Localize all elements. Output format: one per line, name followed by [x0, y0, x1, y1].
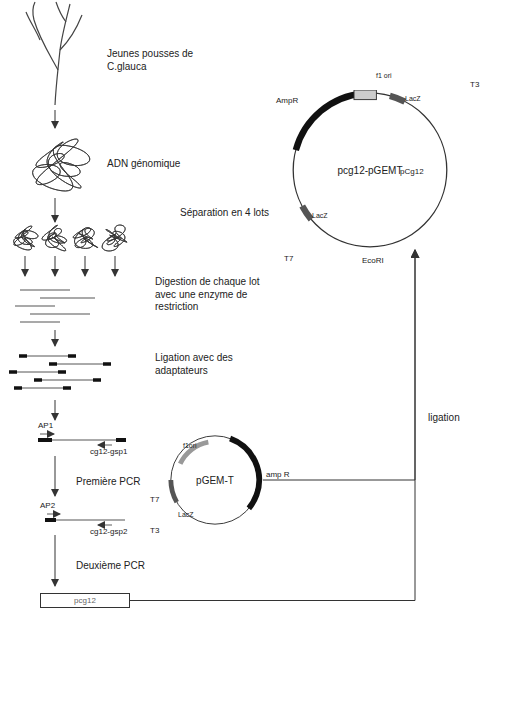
dna-tangle — [14, 139, 127, 251]
diagram-label: Séparation en 4 lots — [180, 207, 269, 220]
diagram-label: LacZ — [178, 511, 194, 520]
dna-tangle — [36, 142, 81, 188]
diagram-label: LacZ — [405, 95, 421, 104]
diagram-label: Deuxième PCR — [76, 560, 145, 573]
diagram-label: EcoRI — [362, 256, 384, 266]
plant-sprig — [26, 2, 82, 105]
dna-fragment — [15, 290, 95, 322]
dna-tangle — [15, 229, 34, 246]
diagram-label: ligation — [428, 412, 460, 425]
diagram-label: Jeunes pousses de C.glauca — [107, 48, 197, 73]
diagram-label: T7 — [150, 495, 159, 505]
plasmid-feature — [167, 432, 263, 528]
connector-arrow — [263, 250, 415, 480]
diagram-label: cg12-gsp1 — [90, 447, 127, 457]
dna-tangle — [14, 226, 38, 250]
pcr-template — [45, 514, 125, 525]
diagram-label: cg12-gsp2 — [90, 527, 127, 537]
dna-tangle — [73, 228, 98, 249]
diagram-label: f1ori — [183, 442, 197, 451]
diagram-label: f1 ori — [376, 72, 392, 81]
diagram-label: AP1 — [38, 421, 53, 431]
dna-tangle — [102, 225, 127, 251]
plasmid-feature — [290, 90, 450, 250]
diagram-label: Digestion de chaque lot avec une enzyme … — [155, 276, 273, 314]
plasmid-feature — [167, 432, 263, 528]
diagram-label: AmpR — [276, 96, 298, 106]
diagram-label: Ligation avec des adaptateurs — [155, 352, 265, 377]
diagram-label: T3 — [470, 80, 479, 90]
plasmid-circle: pcg12-pGEMT — [290, 90, 450, 250]
dna-tangle — [75, 228, 94, 247]
dna-tangle — [106, 230, 125, 247]
diagram-label: AP2 — [40, 501, 55, 511]
node-text: pGEM-T — [196, 475, 234, 486]
pcr-product-box: pcg12 — [40, 593, 130, 608]
diagram-label: Première PCR — [76, 476, 140, 489]
adapter-fragment — [9, 356, 111, 388]
plasmid-feature — [290, 90, 450, 250]
flow-arrow — [25, 110, 115, 586]
plasmid-feature — [167, 432, 263, 528]
diagram-label: amp R — [266, 470, 290, 480]
plasmid-feature — [290, 90, 450, 250]
connector-arrow — [130, 250, 415, 601]
pcr-template — [38, 434, 126, 445]
node-text: pcg12 — [74, 596, 96, 605]
diagram-label: T3 — [150, 526, 159, 536]
node-text: pcg12-pGEMT — [337, 165, 402, 176]
plasmid-feature — [354, 90, 376, 100]
dna-tangle — [33, 139, 90, 191]
diagram-label: ADN génomique — [107, 158, 180, 171]
dna-tangle — [46, 229, 65, 248]
diagram-label: LacZ — [312, 212, 328, 221]
diagram-label: T7 — [284, 254, 293, 264]
diagram-label: pCg12 — [400, 167, 424, 177]
dna-tangle — [42, 225, 67, 251]
